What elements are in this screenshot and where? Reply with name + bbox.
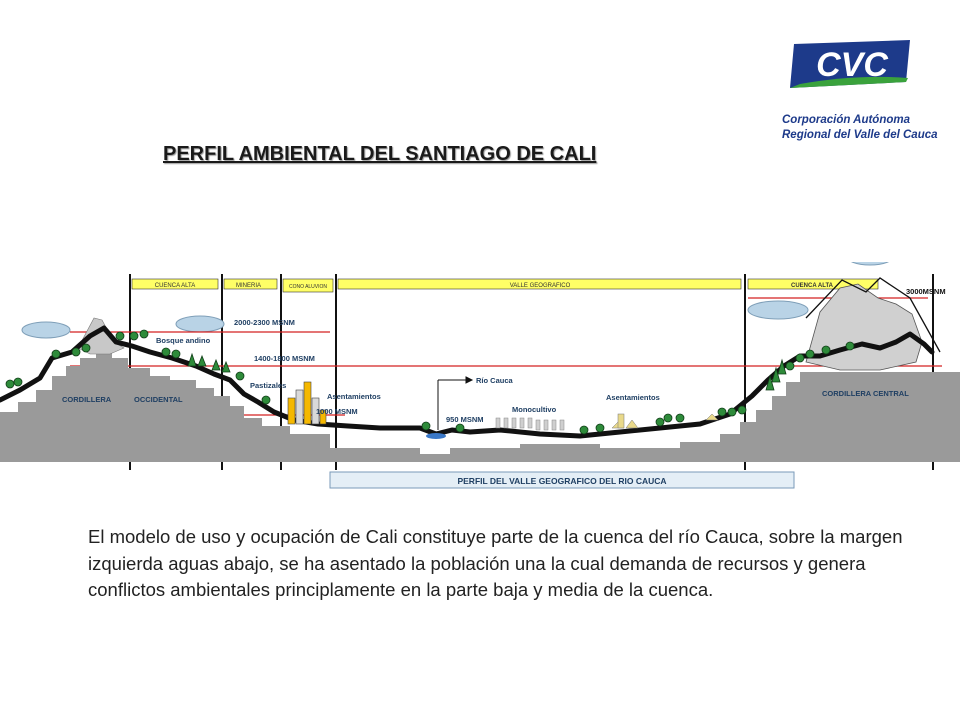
central-mountain (805, 283, 923, 371)
zone-header-cuenca-alta-left: CUENCA ALTA (131, 278, 219, 290)
page-title: PERFIL AMBIENTAL DEL SANTIAGO DE CALI (163, 143, 597, 165)
label-asentamientos-left: Asentamientos (327, 392, 381, 401)
cloud-icon (850, 262, 890, 266)
tree-group-west (5, 329, 271, 405)
zone-header-valle-geografico: VALLE GEOGRAFICO (337, 278, 742, 290)
valley-profile-label: PERFIL DEL VALLE GEOGRAFICO DEL RIO CAUC… (457, 476, 666, 486)
cloud-icon (175, 315, 225, 333)
label-cordillera-central: CORDILLERA CENTRAL (822, 389, 909, 398)
label-occidental: OCCIDENTAL (134, 395, 183, 404)
environmental-profile-diagram: CUENCA ALTA MINERIA CONO ALUVION VALLE G… (0, 262, 960, 489)
zone-header-cuenca-alta-right: CUENCA ALTA (747, 278, 879, 290)
label-monocultivo: Monocultivo (512, 405, 557, 414)
settlement-houses (611, 413, 719, 429)
terrain-profile-line (0, 325, 935, 439)
zone-header-cono-aluvion: CONO ALUVION (282, 278, 334, 293)
label-1000-msnm: 1000 MSNM (316, 407, 358, 416)
label-asentamientos-right: Asentamientos (606, 393, 660, 402)
label-1400-msnm: 1400-1800 MSNM (254, 354, 315, 363)
label-950-msnm: 950 MSNM (446, 415, 484, 424)
central-mountain-outline (805, 277, 941, 353)
svg-text:CUENCA ALTA: CUENCA ALTA (155, 283, 195, 289)
tree-group-central (765, 341, 855, 391)
svg-text:CUENCA ALTA: CUENCA ALTA (791, 283, 834, 289)
terrain-steps (0, 348, 960, 462)
rio-cauca-pointer (437, 376, 474, 430)
label-bosque-andino: Bosque andino (156, 336, 211, 345)
label-rio-cauca: Río Cauca (476, 376, 514, 385)
river-icon (426, 433, 446, 439)
cvc-logo-line1: Corporación Autónoma (782, 114, 910, 126)
svg-text:MINERIA: MINERIA (236, 283, 261, 289)
svg-text:VALLE GEOGRAFICO: VALLE GEOGRAFICO (510, 283, 571, 289)
zone-header-mineria: MINERIA (223, 278, 278, 290)
monoculture-rows (495, 417, 565, 431)
mining-bars (287, 381, 327, 425)
cloud-icon (21, 321, 71, 339)
cloud-icon (747, 300, 809, 320)
label-pastizales: Pastizales (250, 381, 286, 390)
tree-group-valley (421, 405, 747, 435)
cvc-logo: CVC Corporación Autónoma Regional del Va… (770, 38, 940, 148)
label-2000-msnm: 2000-2300 MSNM (234, 318, 295, 327)
description-paragraph: El modelo de uso y ocupación de Cali con… (88, 526, 903, 600)
cvc-logo-line2: Regional del Valle del Cauca (782, 129, 938, 141)
svg-text:CONO ALUVION: CONO ALUVION (289, 284, 327, 290)
valley-profile-box: PERFIL DEL VALLE GEOGRAFICO DEL RIO CAUC… (329, 471, 795, 489)
label-3000-msnm: 3000MSNM (906, 287, 946, 296)
cvc-logo-mark: CVC (790, 40, 910, 88)
cvc-logo-letters: CVC (816, 46, 888, 84)
label-cordillera: CORDILLERA (62, 395, 112, 404)
